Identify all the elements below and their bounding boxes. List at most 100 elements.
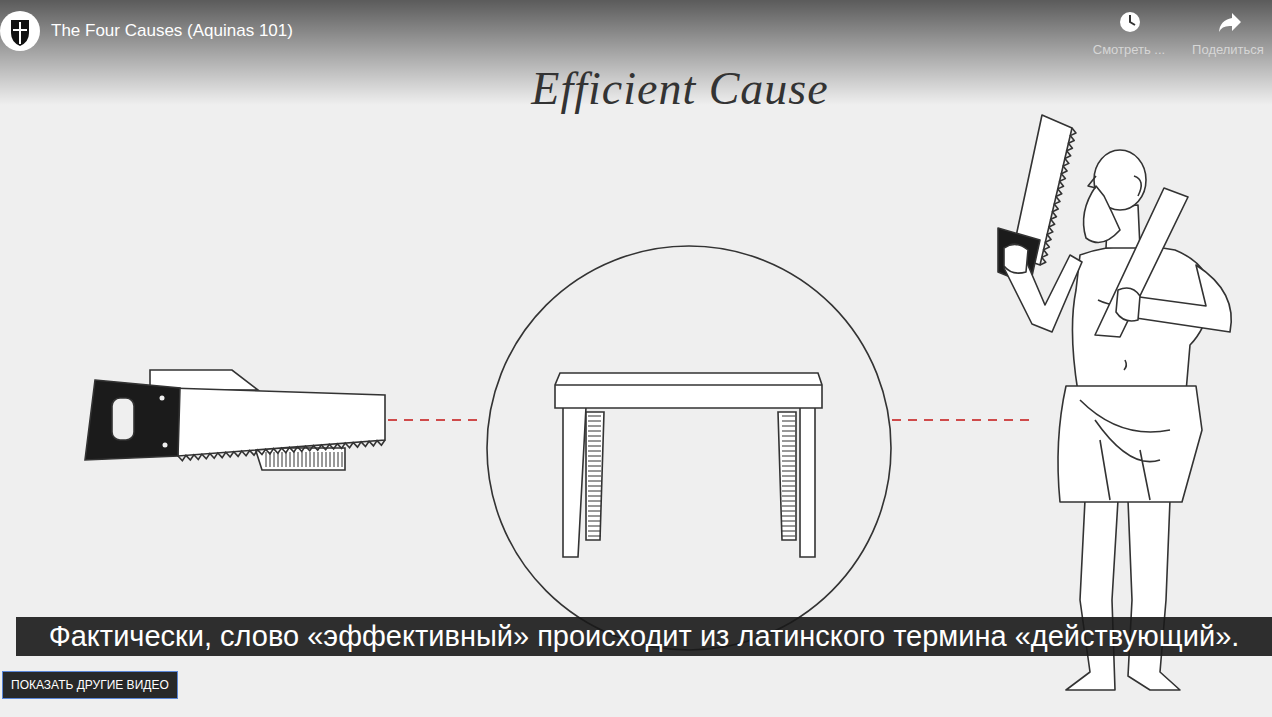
- hatch-line: [782, 506, 795, 507]
- loincloth: [1058, 386, 1202, 502]
- hatch-line: [782, 426, 795, 427]
- watch-later-label: Смотреть ...: [1093, 42, 1165, 57]
- hatch-line: [782, 436, 795, 437]
- hatch-line: [338, 452, 339, 467]
- hatch-line: [588, 506, 601, 507]
- hatch-line: [588, 501, 601, 502]
- hatch-line: [588, 471, 601, 472]
- hatch-line: [588, 461, 601, 462]
- hatch-line: [588, 466, 601, 467]
- leg: [1066, 500, 1118, 690]
- hand: [1116, 288, 1140, 321]
- hatch-line: [588, 496, 601, 497]
- hatch-line: [782, 446, 795, 447]
- saw-teeth-line: [1040, 128, 1076, 265]
- carpenter-figure: [998, 115, 1231, 690]
- rivet: [160, 396, 165, 401]
- hatch-line: [314, 452, 315, 467]
- leg-hatching: [588, 416, 795, 536]
- saw-drawing: [85, 370, 385, 470]
- hatch-line: [782, 511, 795, 512]
- hatch-line: [782, 431, 795, 432]
- hatch-line: [588, 421, 601, 422]
- hatch-line: [334, 452, 335, 467]
- hatch-line: [782, 486, 795, 487]
- hatch-line: [782, 501, 795, 502]
- hatch-line: [322, 452, 323, 467]
- logo-cross: [13, 22, 27, 44]
- hatch-line: [782, 526, 795, 527]
- table-leg: [800, 407, 815, 557]
- hatch-line: [342, 452, 343, 467]
- share-label: Поделиться: [1192, 42, 1264, 57]
- hatch-line: [302, 452, 303, 467]
- hatch-line: [588, 526, 601, 527]
- cloth-folds: [1080, 400, 1170, 500]
- hatch-line: [782, 451, 795, 452]
- table-leg-back: [586, 412, 604, 540]
- hatch-line: [782, 416, 795, 417]
- saw-handle: [85, 380, 180, 460]
- hand: [1004, 244, 1028, 273]
- hatch-line: [298, 452, 299, 467]
- hatch-line: [782, 516, 795, 517]
- hatch-line: [282, 452, 283, 467]
- hatch-line: [588, 486, 601, 487]
- hatch-line: [306, 452, 307, 467]
- node-text: Фактически, слово «эффективный» происход…: [36, 617, 1252, 656]
- diagram-title: Efficient Cause: [531, 62, 828, 115]
- hatch-line: [782, 536, 795, 537]
- hatch-line: [588, 481, 601, 482]
- video-title: The Four Causes (Aquinas 101): [51, 21, 293, 41]
- hatch-line: [286, 452, 287, 467]
- clock-hands: [1130, 15, 1135, 25]
- hatch-line: [782, 481, 795, 482]
- hatch-line: [782, 461, 795, 462]
- hatch-line: [588, 521, 601, 522]
- hatch-line: [782, 531, 795, 532]
- hatch-line: [782, 521, 795, 522]
- hatch-line: [588, 426, 601, 427]
- hatch-line: [782, 456, 795, 457]
- hatch-line: [588, 431, 601, 432]
- subtitle-band: Фактически, слово «эффективный» происход…: [16, 617, 1272, 656]
- hatch-line: [326, 452, 327, 467]
- channel-logo: [0, 11, 40, 51]
- arm: [1132, 265, 1231, 332]
- clock-face: [1120, 12, 1140, 32]
- leg: [1128, 500, 1180, 690]
- saw-teeth: [178, 440, 385, 461]
- logo-shield: [11, 20, 29, 46]
- dashed-link: [892, 419, 1035, 421]
- beard: [1084, 186, 1120, 243]
- more-videos-button: ПОКАЗАТЬ ДРУГИЕ ВИДЕО: [2, 671, 178, 699]
- saw-teeth: [1040, 128, 1076, 265]
- hatch-line: [588, 436, 601, 437]
- hatch-line: [588, 416, 601, 417]
- hatch-line: [588, 456, 601, 457]
- nose: [1088, 176, 1096, 188]
- node-text: ПОКАЗАТЬ ДРУГИЕ ВИДЕО: [11, 678, 169, 692]
- hatch-line: [782, 471, 795, 472]
- hatch-line: [588, 531, 601, 532]
- hatch-line: [782, 496, 795, 497]
- hatch-line: [588, 446, 601, 447]
- table-top-edge: [555, 384, 822, 386]
- hatch-line: [310, 452, 311, 467]
- rivet: [163, 443, 168, 448]
- saw-teeth-line: [178, 440, 385, 461]
- hatch-line: [588, 491, 601, 492]
- watch-later-icon: [1120, 12, 1140, 32]
- hatch-line: [588, 516, 601, 517]
- hatch-line: [782, 466, 795, 467]
- ear: [1134, 176, 1141, 196]
- table-drawing: [555, 373, 822, 557]
- hatch-line: [782, 476, 795, 477]
- focus-circle: [487, 246, 891, 650]
- handle-hole: [112, 398, 134, 440]
- hatch-line: [318, 452, 319, 467]
- hatch-line: [782, 441, 795, 442]
- hatch-line: [330, 452, 331, 467]
